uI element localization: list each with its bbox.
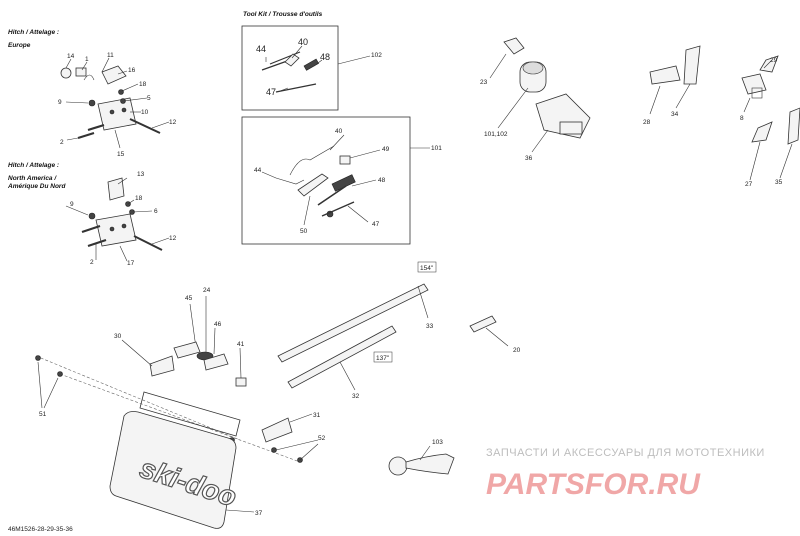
tool-kit-101-parts bbox=[261, 134, 430, 226]
callout-18-na: 18 bbox=[135, 195, 143, 202]
hitch-europe-assembly bbox=[60, 57, 170, 149]
callout-47-kit101: 47 bbox=[372, 221, 380, 228]
length-154-box bbox=[417, 261, 437, 273]
callout-45: 45 bbox=[185, 295, 193, 302]
callout-10: 10 bbox=[141, 109, 149, 116]
callout-46: 46 bbox=[214, 321, 222, 328]
callout-15: 15 bbox=[117, 151, 125, 158]
decal-set bbox=[649, 45, 800, 181]
callout-12-na: 12 bbox=[169, 235, 177, 242]
callout-18-europe: 18 bbox=[139, 81, 147, 88]
callout-9-na: 9 bbox=[70, 201, 74, 208]
callout-1: 1 bbox=[85, 56, 89, 63]
callout-44-kit101: 44 bbox=[254, 167, 262, 174]
callout-12-europe: 12 bbox=[169, 119, 177, 126]
callout-13: 13 bbox=[137, 171, 145, 178]
hitch-na-subtitle: North America / bbox=[8, 175, 57, 182]
callout-48-kit101: 48 bbox=[378, 177, 386, 184]
callout-47-kit102: 47 bbox=[266, 87, 276, 97]
watermark-tagline: ЗАПЧАСТИ И АКСЕССУАРЫ ДЛЯ МОТОТЕХНИКИ bbox=[486, 447, 765, 459]
callout-34: 34 bbox=[671, 111, 679, 118]
tool-kit-102-frame bbox=[241, 25, 339, 111]
callout-17: 17 bbox=[127, 260, 135, 267]
length-137-box bbox=[373, 351, 393, 363]
callout-29: 29 bbox=[770, 57, 778, 64]
callout-41: 41 bbox=[237, 341, 245, 348]
callout-2-europe: 2 bbox=[60, 139, 64, 146]
callout-37: 37 bbox=[255, 510, 263, 517]
callout-33: 33 bbox=[426, 323, 434, 330]
tool-bag-assembly bbox=[489, 37, 591, 153]
callout-20: 20 bbox=[513, 347, 521, 354]
hitch-europe-title: Hitch / Attelage : bbox=[8, 29, 59, 36]
callout-31: 31 bbox=[313, 412, 321, 419]
callout-48-kit102: 48 bbox=[320, 52, 330, 62]
plate-parts bbox=[121, 296, 247, 387]
hitch-na-title: Hitch / Attelage : bbox=[8, 162, 59, 169]
horn-part bbox=[388, 445, 455, 476]
callout-9-europe: 9 bbox=[58, 99, 62, 106]
callout-40-kit102: 40 bbox=[298, 37, 308, 47]
callout-14: 14 bbox=[67, 53, 75, 60]
callout-6: 6 bbox=[154, 208, 158, 215]
snow-flap: ski-doo bbox=[35, 355, 319, 529]
tool-kit-101-frame bbox=[241, 116, 411, 245]
callout-40-kit101: 40 bbox=[335, 128, 343, 135]
callout-101-102: 101,102 bbox=[484, 131, 508, 138]
hitch-na-subtitle-fr: Amérique Du Nord bbox=[7, 183, 66, 190]
watermark-logo: PARTSFOR.RU bbox=[486, 468, 701, 501]
callout-102: 102 bbox=[371, 52, 382, 59]
tool-kit-102-parts bbox=[261, 45, 371, 93]
callout-101: 101 bbox=[431, 145, 442, 152]
diagram-code: 46M1526-28-29-35-36 bbox=[8, 526, 73, 533]
callout-52: 52 bbox=[318, 435, 326, 442]
callout-32: 32 bbox=[352, 393, 360, 400]
callout-50: 50 bbox=[300, 228, 308, 235]
callout-51: 51 bbox=[39, 411, 47, 418]
callout-11: 11 bbox=[107, 52, 114, 59]
tool-kit-title: Tool Kit / Trousse d'outils bbox=[243, 11, 323, 18]
hitch-na-assembly bbox=[65, 177, 170, 262]
callout-36: 36 bbox=[525, 155, 533, 162]
hitch-europe-subtitle: Europe bbox=[8, 42, 31, 49]
callout-35: 35 bbox=[775, 179, 783, 186]
callout-28: 28 bbox=[643, 119, 651, 126]
callout-137: 137" bbox=[376, 355, 390, 362]
callout-27: 27 bbox=[745, 181, 753, 188]
callout-30: 30 bbox=[114, 333, 122, 340]
callout-154: 154" bbox=[420, 265, 434, 272]
callout-49: 49 bbox=[382, 146, 390, 153]
callout-24: 24 bbox=[203, 287, 211, 294]
callout-2-na: 2 bbox=[90, 259, 94, 266]
callout-23: 23 bbox=[480, 79, 488, 86]
strip-33-32 bbox=[277, 283, 509, 391]
callout-103: 103 bbox=[432, 439, 443, 446]
callout-16: 16 bbox=[128, 67, 136, 74]
callout-44-kit102: 44 bbox=[256, 44, 266, 54]
callout-5: 5 bbox=[147, 95, 151, 102]
callout-8: 8 bbox=[740, 115, 744, 122]
